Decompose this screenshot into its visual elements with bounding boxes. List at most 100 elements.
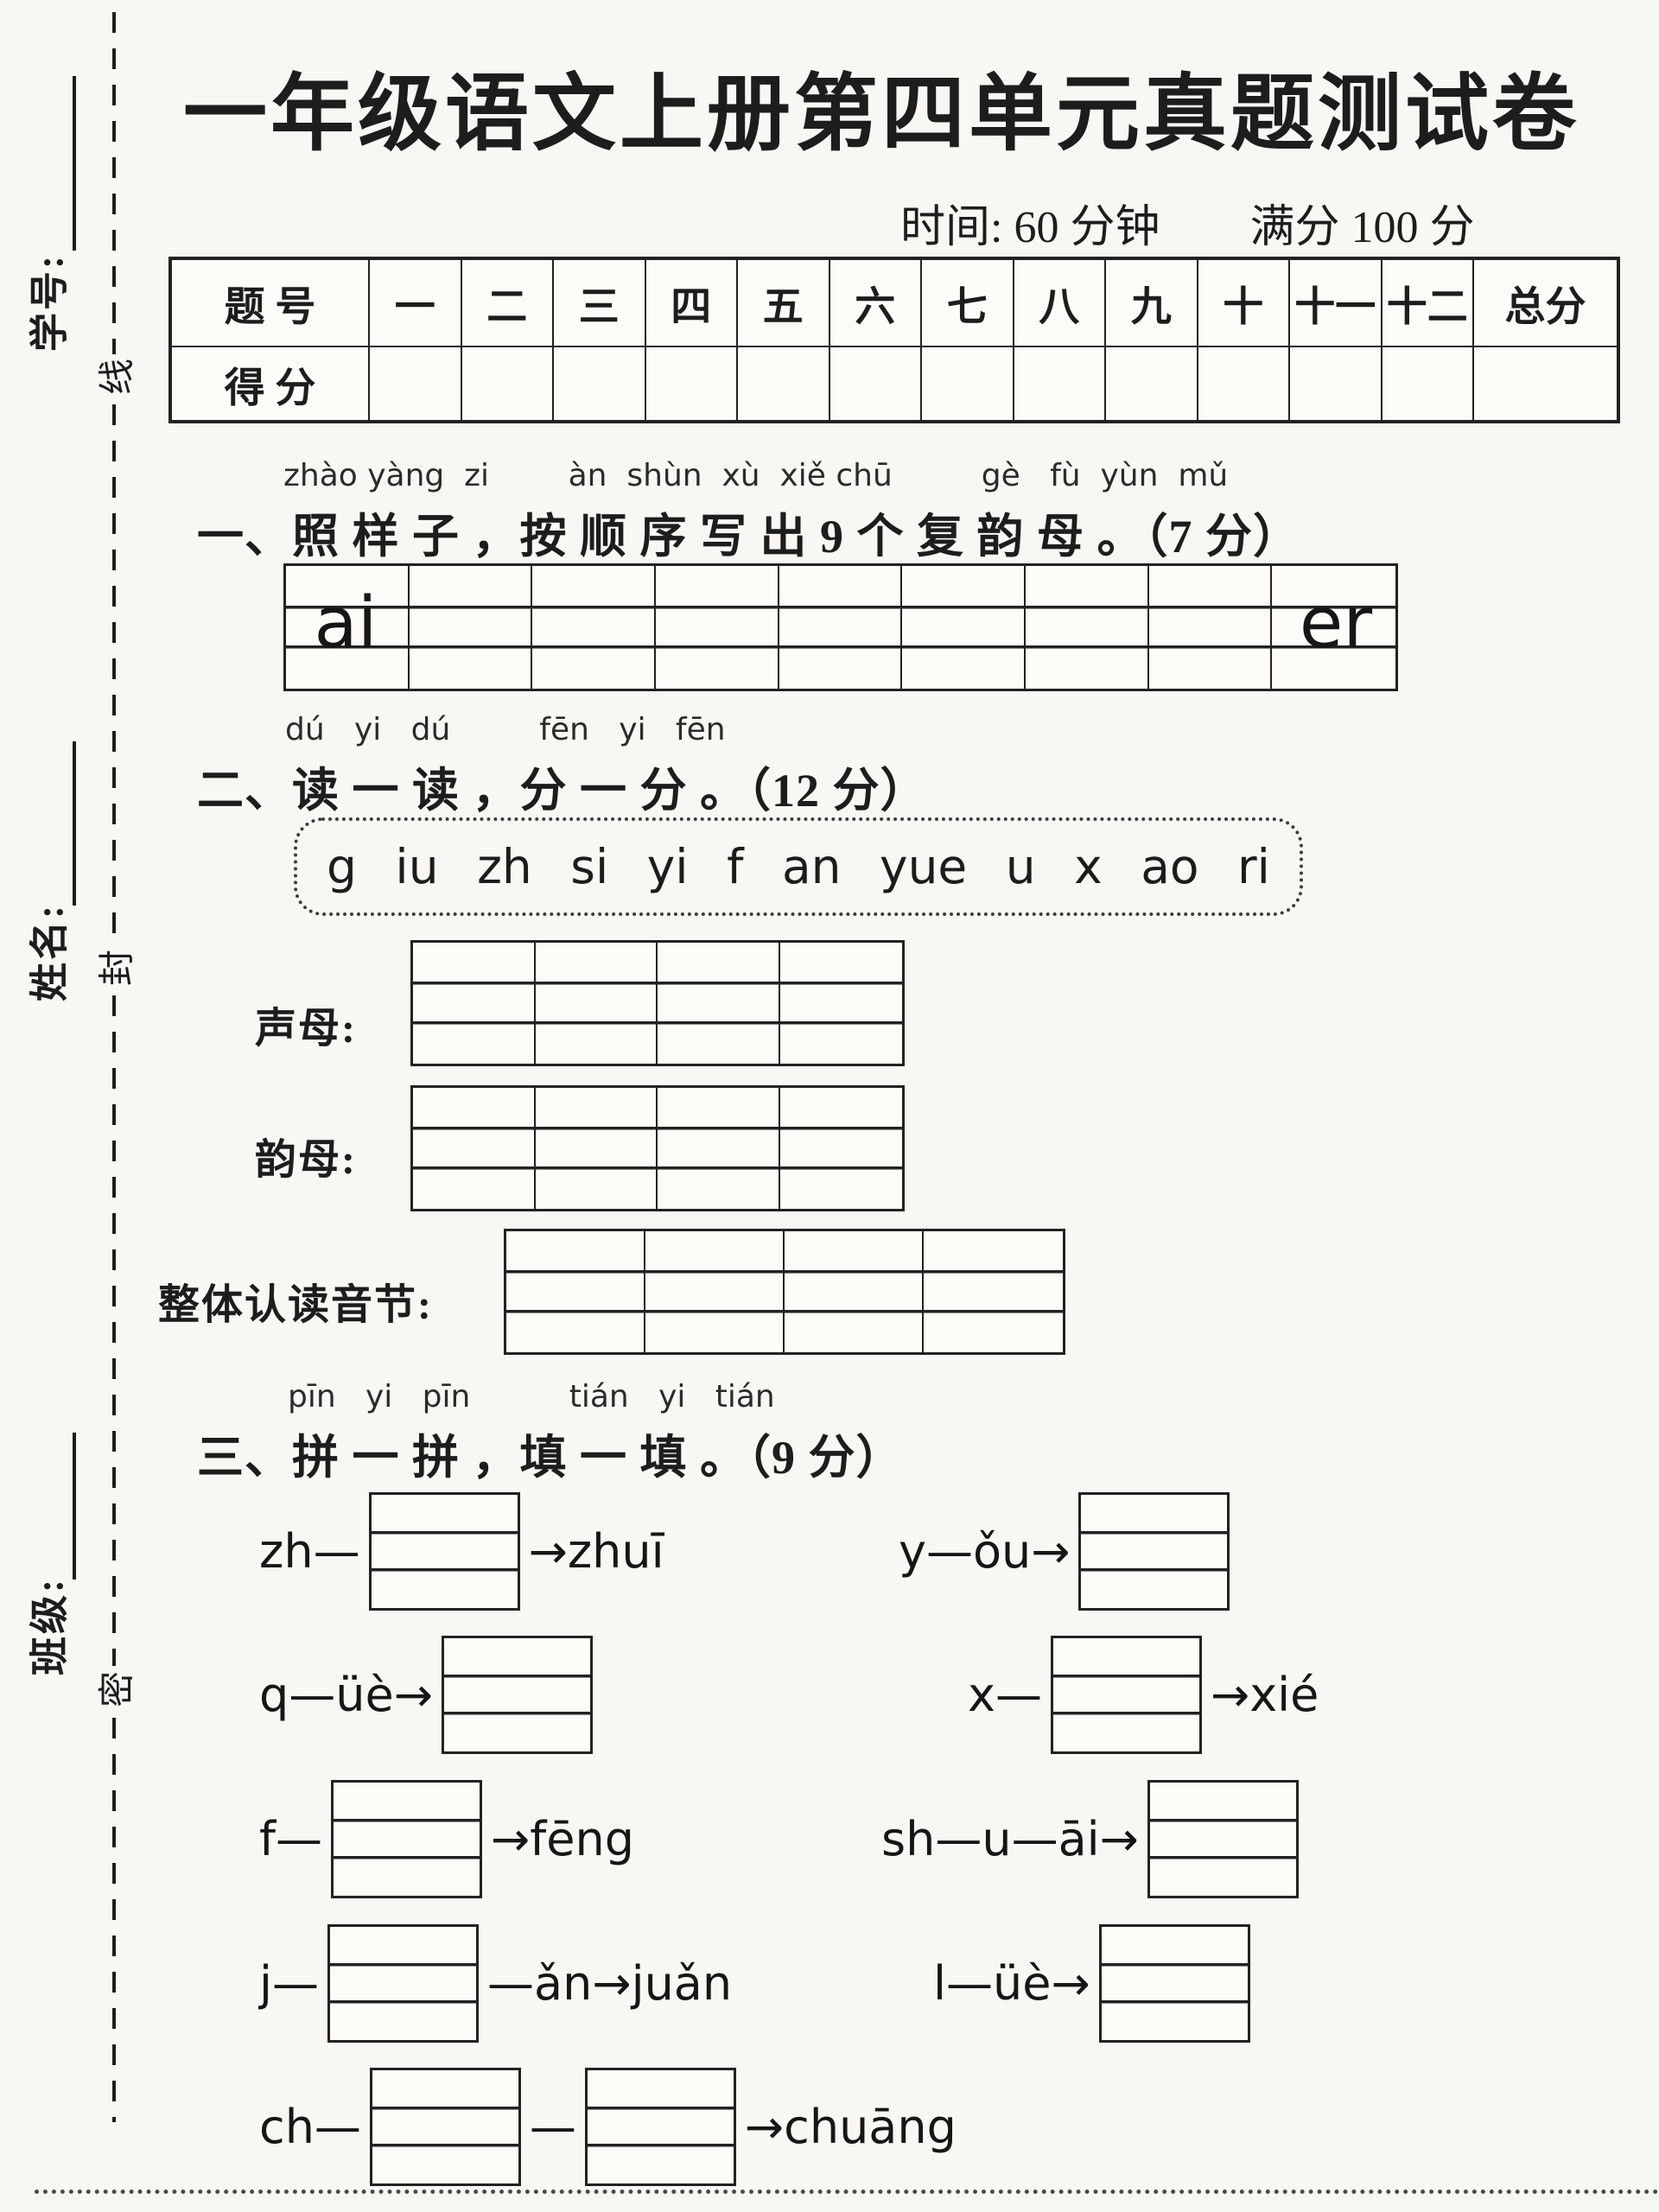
question-col: 五 — [738, 260, 830, 347]
score-cell — [922, 347, 1014, 420]
bank-letter: ao — [1141, 839, 1199, 894]
score-cell — [1106, 347, 1198, 420]
score-cell-total — [1474, 347, 1617, 420]
fill-pre: j— — [259, 1956, 320, 2011]
fill-pre: ch— — [259, 2100, 361, 2154]
fill-mid: — — [529, 2100, 576, 2154]
writing-box — [327, 1924, 480, 2043]
fill-pre: x— — [968, 1668, 1042, 1722]
seal-char-mi: 密 — [98, 1670, 138, 1708]
example-vowel-ai: ai — [314, 582, 378, 664]
finals-label: 韵母: — [255, 1137, 357, 1183]
fill-pre: q—üè→ — [259, 1668, 433, 1722]
fill-item-chuang: ch— — →chuāng — [259, 2068, 957, 2186]
score-cell — [1198, 347, 1290, 420]
writing-box — [1098, 1924, 1250, 2043]
page-title: 一年级语文上册第四单元真题测试卷 — [183, 68, 1580, 161]
writing-box — [1147, 1780, 1299, 1898]
section-one-title: 一、照 样 子 ，按 顺 序 写 出 9 个 复 韵 母 。（7 分） — [197, 511, 1300, 563]
fill-pre: f— — [259, 1812, 323, 1866]
bank-letter: x — [1074, 839, 1103, 894]
bank-letter: iu — [395, 839, 439, 894]
fill-post: →fēng — [491, 1812, 634, 1866]
fill-post: →zhuī — [528, 1524, 664, 1579]
question-col: 四 — [645, 260, 738, 347]
finals-answer-grid — [410, 1085, 905, 1211]
name-label: 姓名: — [28, 903, 72, 1001]
whole-syllables-label: 整体认读音节: — [158, 1282, 433, 1328]
bank-letter: zh — [477, 839, 532, 894]
example-vowel-er: er — [1299, 582, 1373, 664]
bank-letter: si — [570, 839, 609, 894]
score-cell — [554, 347, 646, 420]
fill-item-feng: f— →fēng — [259, 1780, 634, 1898]
seal-dashed-line-segment — [112, 404, 116, 945]
fill-item-juan: j— —ǎn→juǎn — [259, 1924, 732, 2043]
fill-item-you: y—ǒu→ — [899, 1492, 1238, 1611]
fill-post: →chuāng — [744, 2100, 957, 2154]
score-table: 题 号 一 二 三 四 五 六 七 八 九 十 十一 十二 总分 得 分 — [168, 257, 1620, 423]
question-row-label: 题 号 — [172, 260, 370, 347]
fill-post: —ǎn→juǎn — [487, 1956, 733, 2011]
question-col-total: 总分 — [1474, 260, 1617, 347]
writing-box — [1078, 1492, 1230, 1611]
question-col: 十二 — [1382, 260, 1474, 347]
writing-box — [1050, 1636, 1202, 1754]
writing-box — [368, 1492, 520, 1611]
initials-label: 声母: — [255, 1006, 357, 1052]
time-and-score-info: 时间: 60 分钟 满分 100 分 — [900, 203, 1475, 252]
score-cell — [462, 347, 554, 420]
name-answer-line — [73, 741, 76, 906]
section-two-pinyin: dú yi dú fēn yi fēn — [285, 712, 726, 747]
fill-post: →xié — [1210, 1668, 1319, 1722]
section-three-title: 三、拼 一 拼 ，填 一 填 。（9 分） — [197, 1432, 904, 1484]
fill-item-que: q—üè→ — [259, 1636, 601, 1754]
section-two-title: 二、读 一 读 ，分 一 分 。（12 分） — [197, 765, 928, 817]
syllable-bank-box: g iu zh si yi f an yue u x ao ri — [294, 817, 1303, 916]
fill-item-zhui: zh— →zhuī — [259, 1492, 664, 1611]
bank-letter: f — [727, 839, 744, 894]
seal-char-feng: 封 — [98, 949, 138, 987]
class-label: 班级: — [28, 1577, 72, 1675]
fill-pre: y—ǒu→ — [899, 1524, 1071, 1579]
fill-item-lue: l—üè→ — [933, 1924, 1259, 2043]
score-row-label: 得 分 — [172, 347, 370, 420]
student-id-label: 学号: — [28, 253, 72, 352]
seal-char-xian: 线 — [98, 358, 138, 396]
fill-pre: sh—u—āi→ — [881, 1812, 1139, 1866]
vowel-writing-grid — [283, 563, 1398, 691]
score-cell — [1014, 347, 1106, 420]
question-col: 十 — [1198, 260, 1290, 347]
question-col: 八 — [1014, 260, 1106, 347]
seal-dashed-line-segment — [112, 12, 116, 354]
question-col: 二 — [461, 260, 554, 347]
question-col: 一 — [370, 260, 462, 347]
question-col: 六 — [830, 260, 922, 347]
bank-letter: yue — [880, 839, 968, 894]
bank-letter: yi — [646, 839, 689, 894]
question-col: 七 — [922, 260, 1014, 347]
writing-box — [331, 1780, 483, 1898]
score-cell — [1290, 347, 1382, 420]
score-cell — [738, 347, 830, 420]
question-col: 三 — [554, 260, 646, 347]
bank-letter: g — [327, 839, 357, 894]
score-cell — [646, 347, 738, 420]
initials-answer-grid — [410, 940, 905, 1066]
writing-box — [584, 2068, 736, 2186]
score-cell — [370, 347, 462, 420]
writing-box — [441, 1636, 593, 1754]
fill-item-shuai: sh—u—āi→ — [881, 1780, 1307, 1898]
whole-syllables-answer-grid — [504, 1229, 1065, 1355]
bank-letter: an — [781, 839, 842, 894]
fill-pre: l—üè→ — [933, 1956, 1090, 2011]
fill-item-xie: x— →xié — [968, 1636, 1319, 1754]
seal-dashed-line-segment — [112, 1718, 116, 2122]
student-id-answer-line — [73, 76, 76, 251]
score-cell — [1382, 347, 1474, 420]
fill-pre: zh— — [259, 1524, 360, 1579]
bank-letter: ri — [1237, 839, 1270, 894]
seal-dashed-line-segment — [112, 995, 116, 1666]
section-one-pinyin: zhào yàng zi àn shùn xù xiě chū gè fù yù… — [283, 458, 1229, 493]
question-col: 十一 — [1290, 260, 1382, 347]
